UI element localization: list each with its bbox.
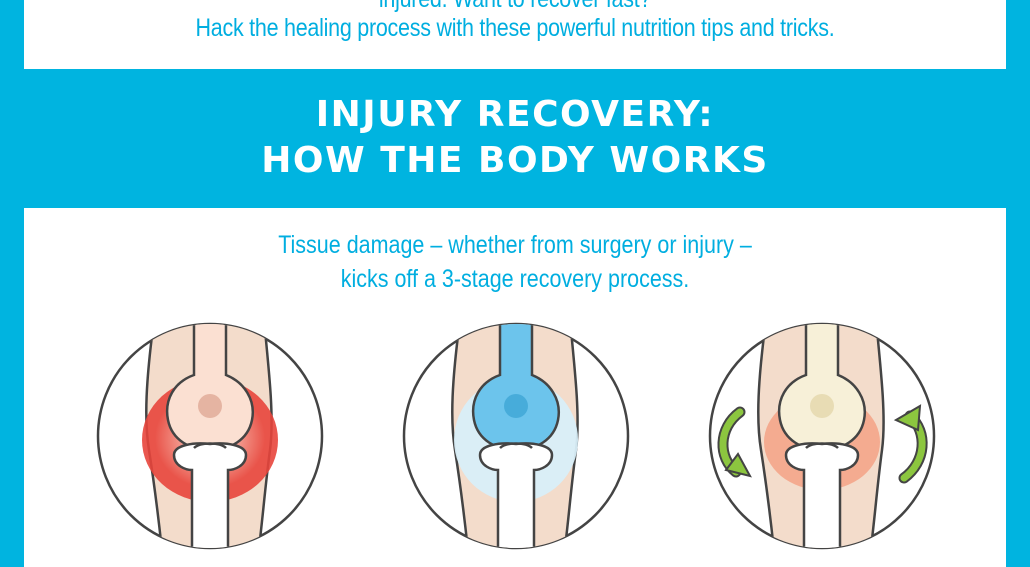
description-line-1: Tissue damage – whether from surgery or … — [278, 231, 752, 259]
main-panel: Tissue damage – whether from surgery or … — [24, 208, 1006, 567]
section-title: INJURY RECOVERY: HOW THE BODY WORKS — [0, 92, 1030, 184]
intro-text-line-1: injured. Want to recover fast? — [93, 0, 938, 14]
section-title-line-1: INJURY RECOVERY: — [315, 94, 715, 135]
rotate-arrow-left-icon — [717, 406, 752, 478]
knee-remodeling-icon — [708, 322, 936, 550]
knee-inflammation-icon — [96, 322, 324, 550]
stage-1-illustration — [94, 320, 326, 567]
stage-3-illustration — [706, 320, 938, 567]
knee-repair-icon — [402, 322, 630, 550]
description-line-2: kicks off a 3-stage recovery process. — [340, 265, 690, 293]
intro-panel: injured. Want to recover fast? Hack the … — [24, 0, 1006, 69]
stage-2-illustration — [400, 320, 632, 567]
intro-text-line-2: Hack the healing process with these powe… — [195, 14, 835, 42]
rotate-arrow-right-icon — [893, 404, 928, 484]
section-title-line-2: HOW THE BODY WORKS — [261, 140, 769, 181]
